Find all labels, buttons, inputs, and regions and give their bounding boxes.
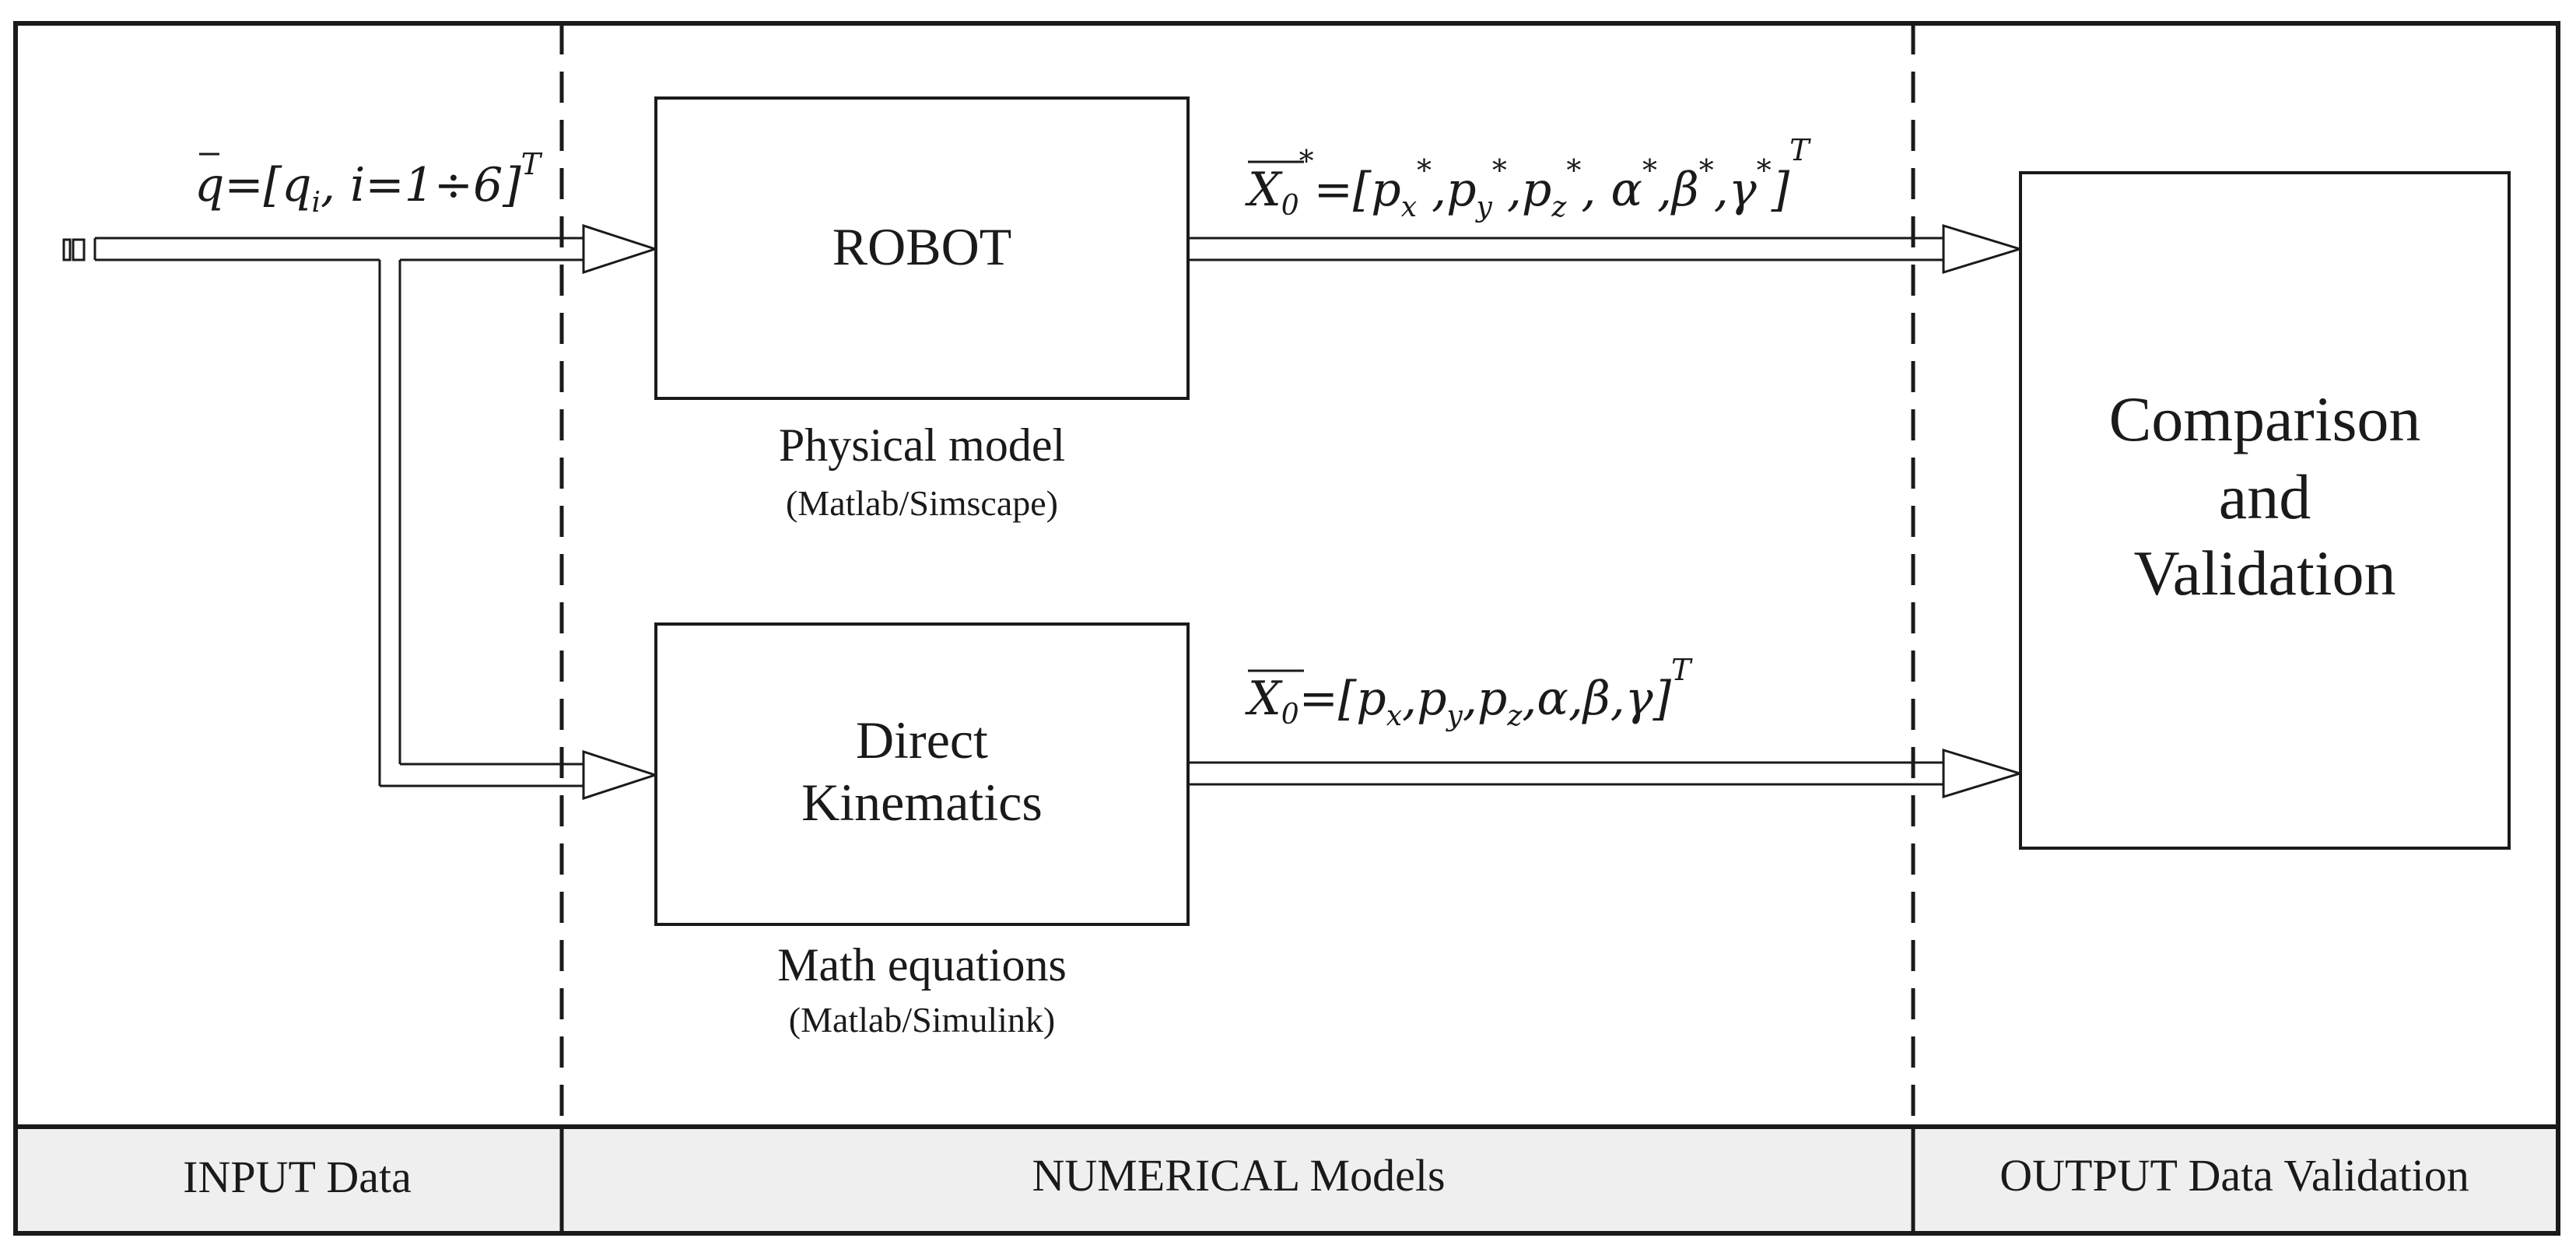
input-to-robot-arrow	[93, 223, 659, 275]
comparison-line-3: Validation	[2133, 538, 2396, 608]
kinematics-block-title-1: Direct	[856, 710, 988, 770]
section-label-input: INPUT Data	[183, 1152, 412, 1202]
svg-text:q=[qi, i=1÷6]T: q=[qi, i=1÷6]T	[195, 147, 543, 219]
section-label-numerical: NUMERICAL Models	[1032, 1150, 1445, 1201]
comparison-block	[2019, 171, 2511, 850]
comparison-line-2: and	[2219, 461, 2311, 532]
kinematics-block-title-2: Kinematics	[801, 773, 1043, 832]
section-label-output: OUTPUT Data Validation	[1999, 1150, 2469, 1201]
kinematics-caption-sub: (Matlab/Simulink)	[789, 1000, 1055, 1040]
kinematics-block	[654, 622, 1190, 926]
input-signal-label: q=[qi, i=1÷6]T	[195, 147, 543, 219]
robot-caption: Physical model	[779, 419, 1065, 471]
input-to-kinematics-arrow	[378, 260, 659, 801]
svg-text:X0=[px,py,pz,α,β,γ]T: X0=[px,py,pz,α,β,γ]T	[1245, 653, 1693, 732]
robot-caption-sub: (Matlab/Simscape)	[786, 483, 1058, 523]
input-start-marker	[62, 238, 86, 261]
kinematics-output-arrow	[1188, 748, 2024, 799]
comparison-line-1: Comparison	[2109, 384, 2421, 454]
kinematics-output-signal-label: X0=[px,py,pz,α,β,γ]T	[1245, 653, 1693, 732]
robot-block	[654, 96, 1190, 400]
kinematics-caption: Math equations	[777, 939, 1067, 991]
robot-block-title: ROBOT	[832, 217, 1011, 276]
robot-output-arrow	[1188, 223, 2024, 275]
footer-band	[13, 1124, 2560, 1236]
